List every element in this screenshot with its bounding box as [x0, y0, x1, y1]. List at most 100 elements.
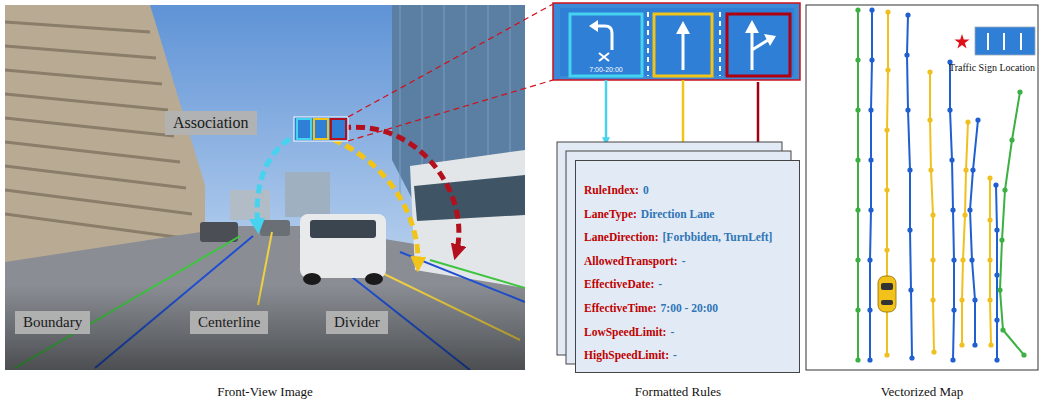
map-vertex [867, 357, 872, 362]
map-vertex [1000, 327, 1005, 332]
building-window-row [5, 118, 174, 136]
rule-value: - [673, 349, 677, 361]
map-vertex [962, 212, 967, 217]
rule-key: LaneType: [584, 208, 637, 220]
map-vertex [868, 157, 873, 162]
map-sign-icon [975, 27, 1035, 55]
map-polyline [967, 117, 980, 347]
car-body [878, 276, 896, 312]
distant-building [230, 190, 270, 220]
building-window-row [5, 166, 186, 188]
label-text: Centerline [198, 314, 260, 330]
front-view-photo [5, 5, 525, 370]
suv-window [310, 220, 376, 238]
sign-separator [719, 12, 721, 76]
suv-body [300, 214, 386, 278]
bus-windows [414, 175, 525, 221]
rule-key: LowSpeedLimit: [584, 326, 666, 338]
map-vertex [987, 257, 992, 262]
rule-row: AllowedTransport:- [584, 250, 793, 274]
sign-time-text: 7:00-20:00 [589, 66, 622, 73]
far-car [200, 222, 238, 242]
map-vertex [930, 297, 935, 302]
building-window-row [5, 94, 168, 110]
map-vertex [967, 207, 972, 212]
map-vertex [867, 257, 872, 262]
map-vertex [1002, 187, 1007, 192]
map-vertex [960, 257, 965, 262]
map-vertex [885, 67, 890, 72]
map-vertex [928, 167, 933, 172]
map-vertex [855, 7, 860, 12]
distant-building [285, 172, 330, 217]
map-vertex [855, 57, 860, 62]
map-vertex [987, 297, 992, 302]
map-vertex [907, 227, 912, 232]
sign-part [314, 119, 328, 139]
suv-wheel [365, 273, 383, 285]
zoom-frame [553, 3, 800, 80]
map-vertex [869, 7, 874, 12]
rule-key: EffectiveDate: [584, 278, 654, 290]
map-vertex [987, 217, 992, 222]
rule-row: LaneType:Direction Lane [584, 203, 793, 227]
right-head [764, 34, 776, 46]
map-polyline [993, 182, 999, 362]
straight-head [745, 20, 759, 33]
map-vertex [855, 107, 860, 112]
panel-caption: Formatted Rules [635, 384, 721, 400]
bottom-shade [5, 285, 525, 370]
map-vertex [927, 117, 932, 122]
white-suv [300, 214, 386, 285]
rule-value: - [682, 255, 686, 267]
map-vertex [1021, 352, 1026, 357]
map-vertex [868, 207, 873, 212]
label-box: Boundary [15, 311, 90, 334]
building-window-row [5, 142, 180, 162]
map-vertex [867, 307, 872, 312]
map-vertex [947, 107, 952, 112]
zoom-guide [348, 4, 553, 117]
map-vertex [855, 307, 860, 312]
rule-value: 7:00 - 20:00 [661, 302, 719, 314]
map-vertex [909, 355, 914, 360]
rule-row: EffectiveDate:- [584, 273, 793, 297]
association-arrow [342, 127, 459, 254]
map-vertex [884, 247, 889, 252]
map-vertex [965, 119, 970, 124]
map-polyline [987, 175, 993, 347]
rule-value: 0 [643, 184, 649, 196]
map-polyline [959, 119, 970, 347]
building-window-row [5, 214, 198, 240]
map-vertex [988, 342, 993, 347]
rule-row: LaneDirection:[Forbbiden, TurnLeft] [584, 226, 793, 250]
sign-separator [647, 12, 649, 76]
map-vertex [884, 127, 889, 132]
map-polyline [997, 89, 1026, 357]
map-line [970, 120, 978, 345]
building-window-row [5, 46, 156, 58]
far-car [260, 220, 290, 236]
map-line [1000, 92, 1024, 355]
map-vertex [969, 257, 974, 262]
map-vertex [972, 342, 977, 347]
small-sign [294, 117, 348, 141]
map-sign-arrow [987, 33, 989, 50]
association-arrow [257, 132, 302, 228]
panel-caption: Front-View Image [217, 384, 313, 400]
rule-card: RuleIndex:0LaneType:Direction LaneLaneDi… [575, 160, 800, 373]
sign-part-box [727, 14, 790, 76]
map-vertex [884, 187, 889, 192]
glass-grid [400, 5, 401, 200]
sign-part [331, 119, 346, 139]
sign-location-star [954, 34, 969, 48]
map-polyline [947, 59, 956, 362]
rule-row: RuleIndex:0 [584, 179, 793, 203]
sign-part-box [570, 14, 642, 76]
label-text: Association [173, 114, 249, 131]
map-vertex [869, 57, 874, 62]
map-vertex [855, 357, 860, 362]
label-text: Divider [334, 314, 380, 330]
rule-key: LaneDirection: [584, 231, 659, 243]
